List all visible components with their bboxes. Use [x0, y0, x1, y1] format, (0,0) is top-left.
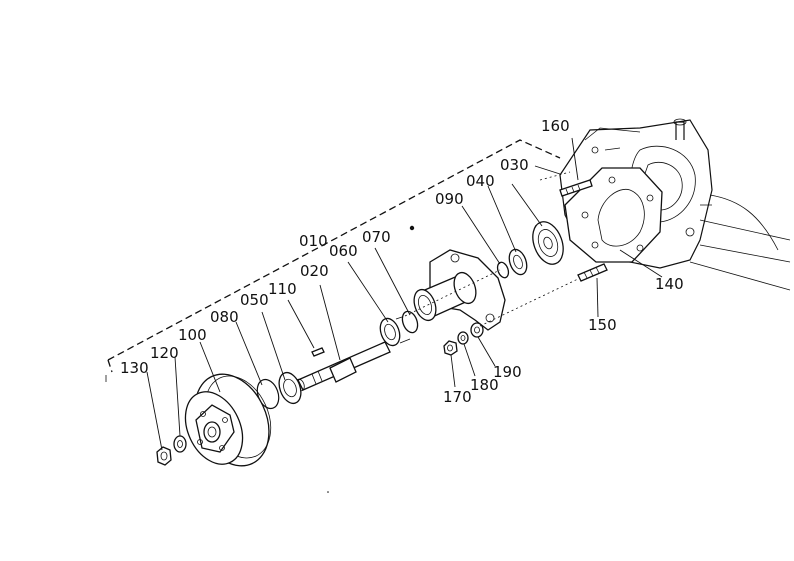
- nut-170: [443, 340, 458, 356]
- stud-150: [577, 263, 608, 282]
- label-170: 170: [443, 388, 472, 406]
- label-030: 030: [500, 156, 529, 174]
- label-010: 010: [299, 232, 328, 250]
- washer-120: [173, 435, 187, 453]
- assembly-bracket-010: [107, 139, 561, 373]
- pulley-100: [184, 373, 272, 467]
- shaft-020: [295, 341, 391, 392]
- label-020: 020: [300, 262, 329, 280]
- key-110: [311, 347, 325, 357]
- washer-180: [457, 331, 469, 345]
- label-090: 090: [435, 190, 464, 208]
- stray-marks: [105, 375, 329, 493]
- label-120: 120: [150, 344, 179, 362]
- label-070: 070: [362, 228, 391, 246]
- label-160: 160: [541, 117, 570, 135]
- assembly-axis: [404, 171, 581, 327]
- label-190: 190: [493, 363, 522, 381]
- bearing-050: [278, 371, 302, 405]
- seal-040: [508, 248, 528, 276]
- label-140: 140: [655, 275, 684, 293]
- label-040: 040: [466, 172, 495, 190]
- label-060: 060: [329, 242, 358, 260]
- nut-130: [156, 446, 172, 466]
- leader-lines: [146, 137, 663, 451]
- gasket-140: [564, 167, 663, 263]
- part-labels: 010 020 030 040 050 060 070 080 090 100 …: [120, 117, 684, 406]
- pump-body: [409, 225, 506, 331]
- label-110: 110: [268, 280, 297, 298]
- label-080: 080: [210, 308, 239, 326]
- stud-160: [559, 179, 593, 197]
- label-100: 100: [178, 326, 207, 344]
- label-180: 180: [470, 376, 499, 394]
- label-130: 130: [120, 359, 149, 377]
- washer-190: [470, 322, 484, 338]
- label-050: 050: [240, 291, 269, 309]
- label-150: 150: [588, 316, 617, 334]
- ring-090: [496, 261, 510, 279]
- snap-ring-070: [401, 310, 419, 334]
- impeller-030: [532, 221, 564, 265]
